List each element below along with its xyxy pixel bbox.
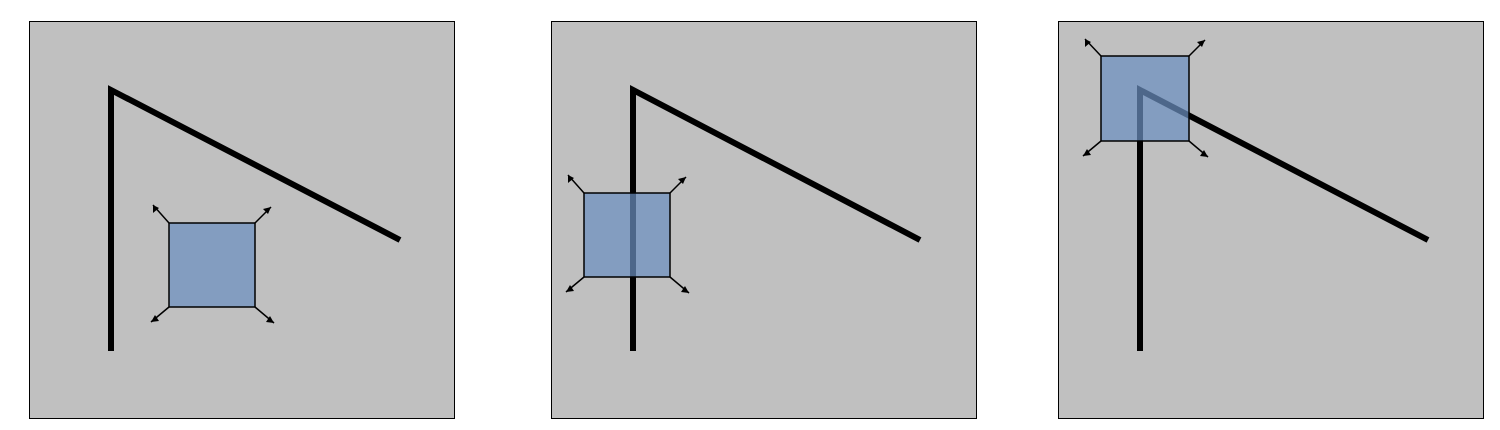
square[interactable] [583, 192, 671, 278]
square[interactable] [168, 222, 256, 308]
resize-handle-top-right-icon[interactable] [254, 206, 272, 224]
resizable-square[interactable] [1082, 38, 1209, 158]
resize-handle-top-right-icon[interactable] [669, 176, 687, 194]
panel-background [29, 21, 455, 419]
resize-handle-top-left-icon[interactable] [1084, 38, 1102, 57]
resizable-square[interactable] [150, 204, 275, 324]
resize-handle-bottom-right-icon[interactable] [254, 306, 275, 324]
resize-handle-bottom-left-icon[interactable] [1082, 140, 1102, 157]
resize-handle-bottom-left-icon[interactable] [150, 306, 170, 323]
resize-handle-bottom-right-icon[interactable] [669, 276, 690, 294]
panel-inside-corner [29, 21, 455, 419]
panel-over-corner [1058, 21, 1484, 419]
corner-line [108, 85, 402, 351]
resize-handle-top-left-icon[interactable] [567, 174, 585, 194]
resizable-square[interactable] [565, 174, 690, 294]
resize-handle-bottom-right-icon[interactable] [1188, 140, 1209, 158]
resize-handle-bottom-left-icon[interactable] [565, 276, 585, 293]
resize-handle-top-left-icon[interactable] [152, 204, 170, 224]
panel-overlapping-line [551, 21, 977, 419]
square[interactable] [1100, 55, 1190, 142]
resize-handle-top-right-icon[interactable] [1188, 39, 1206, 57]
